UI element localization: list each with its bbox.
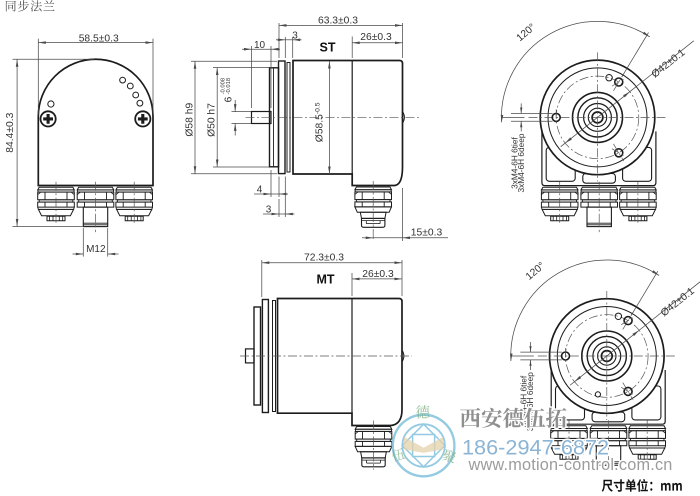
- svg-text:3: 3: [266, 204, 272, 215]
- svg-text:26±0.3: 26±0.3: [360, 32, 392, 43]
- svg-text:120°: 120°: [515, 22, 538, 44]
- svg-text:3xM4-6H 6deep: 3xM4-6H 6deep: [516, 133, 526, 192]
- svg-text:4: 4: [257, 184, 263, 195]
- svg-text:Ø58.5-0.5: Ø58.5-0.5: [314, 102, 325, 142]
- svg-text:Ø58 h9: Ø58 h9: [184, 103, 195, 137]
- svg-text:3xM4-6H 6tief: 3xM4-6H 6tief: [519, 375, 529, 427]
- svg-text:MT: MT: [316, 273, 334, 287]
- svg-text:3xM4-6H 6deep: 3xM4-6H 6deep: [525, 372, 535, 431]
- svg-text:6: 6: [224, 96, 235, 102]
- svg-text:M12: M12: [86, 244, 106, 255]
- svg-text:-0.018: -0.018: [226, 78, 232, 94]
- svg-text:Ø50 h7: Ø50 h7: [206, 103, 217, 137]
- svg-text:84.4±0.3: 84.4±0.3: [5, 112, 16, 152]
- svg-text:63.3±0.3: 63.3±0.3: [318, 16, 358, 27]
- svg-text:3: 3: [292, 31, 298, 42]
- svg-text:10: 10: [254, 40, 266, 51]
- svg-text:186-2947-6872: 186-2947-6872: [462, 434, 609, 459]
- svg-text:72.3±0.3: 72.3±0.3: [304, 253, 344, 264]
- svg-text:Ø42±0.1: Ø42±0.1: [650, 47, 688, 80]
- svg-text:120°: 120°: [524, 261, 547, 283]
- svg-text:58.5±0.3: 58.5±0.3: [79, 33, 119, 44]
- svg-text:ST: ST: [320, 41, 336, 55]
- svg-text:3xM4-6H 6tief: 3xM4-6H 6tief: [509, 136, 519, 188]
- svg-text:-0.008: -0.008: [220, 78, 226, 94]
- svg-text:www.motion-control.com.cn: www.motion-control.com.cn: [468, 456, 673, 474]
- svg-text:Ø42±0.1: Ø42±0.1: [659, 286, 697, 319]
- svg-text:26±0.3: 26±0.3: [362, 269, 394, 280]
- svg-text:15±0.3: 15±0.3: [411, 227, 443, 238]
